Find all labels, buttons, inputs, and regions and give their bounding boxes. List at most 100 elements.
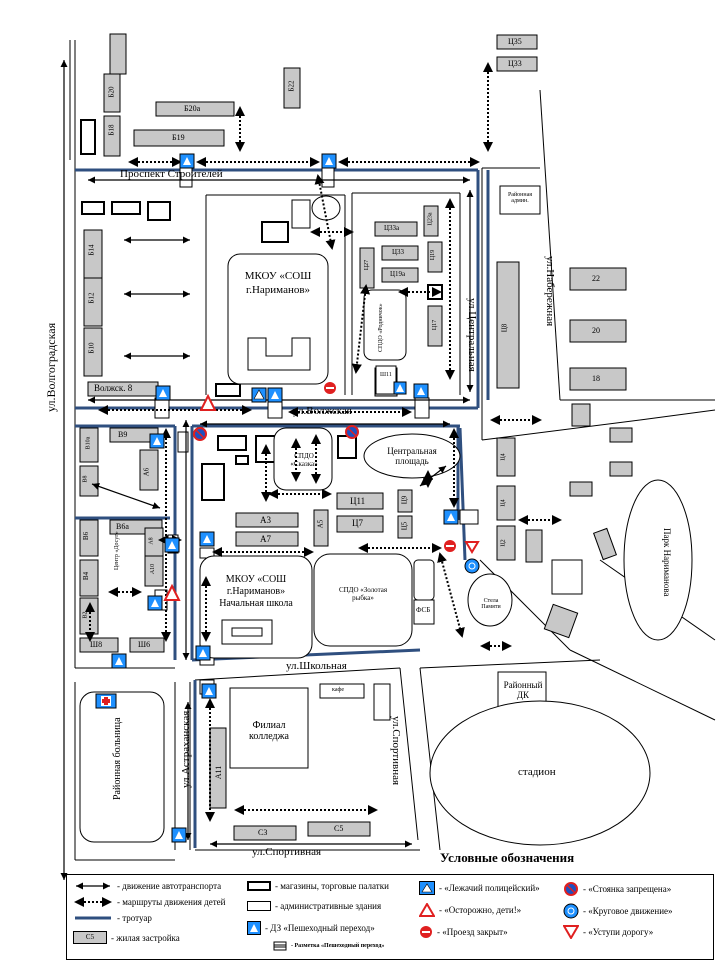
- admin-building-icon: [247, 901, 271, 911]
- yield-sign-icon: [464, 541, 480, 554]
- block-label: А8: [148, 537, 155, 545]
- block-label: Б22: [287, 80, 296, 92]
- legend-item: - ДЗ «Пешеходный переход»: [247, 921, 375, 935]
- no-parking-icon: [345, 425, 359, 439]
- crossing-sign-icon: [247, 921, 261, 935]
- block-label: В8: [82, 475, 89, 483]
- block-label: 20: [592, 326, 600, 335]
- crossing-sign-icon: [147, 595, 163, 611]
- block-label: Ц33: [508, 59, 522, 68]
- block-label: Б20: [107, 86, 116, 98]
- stadium-label: стадион: [518, 766, 556, 778]
- no-parking-icon: [564, 882, 578, 896]
- street-shkolnaya: ул.Школьная: [286, 660, 347, 672]
- block-label: Ц33а: [384, 224, 400, 232]
- block-label: В6: [82, 531, 91, 541]
- yield-icon: [563, 925, 579, 939]
- roundabout-icon: [563, 903, 579, 919]
- crossing-sign-icon: [267, 387, 283, 403]
- block-label: Ц4: [500, 453, 507, 461]
- crossing-sign-icon: [443, 509, 459, 525]
- legend-item: - «Лежачий полицейский»: [419, 881, 540, 895]
- double-arrow-icon: [76, 882, 110, 890]
- speed-bump-icon: [251, 387, 267, 403]
- zebra-marking-icon: [273, 941, 287, 951]
- glory-stele-label: Стела Памяти: [481, 598, 501, 610]
- block-label: Б20а: [184, 104, 201, 113]
- block-label: Ц17: [432, 319, 439, 331]
- school-primary-label: МКОУ «СОШ г.Нариманов» Начальная школа: [219, 574, 293, 609]
- crossing-sign-icon: [195, 645, 211, 661]
- legend-item: С5 - жилая застройка: [73, 931, 180, 944]
- no-entry-icon: [444, 540, 456, 552]
- residential-buildings: [79, 33, 627, 841]
- crossing-sign-icon: [201, 683, 217, 699]
- dotted-arrow-icon: [74, 897, 112, 907]
- block-label: Ц5: [400, 521, 409, 531]
- district-admin-label: Районная админ.: [507, 192, 533, 204]
- spdo-rodnichok-label: СПДО «Родничок»: [378, 303, 384, 352]
- no-entry-signs: [324, 382, 456, 552]
- pedestrian-crossing-signs: [111, 153, 459, 843]
- block-label: А6: [142, 467, 151, 477]
- children-warning-icon: [163, 583, 181, 601]
- sidewalk-line-icon: [75, 916, 111, 920]
- crossing-sign-icon: [179, 153, 195, 169]
- street-sportivnaya-v: ул.Спортивная: [390, 716, 402, 786]
- street-astrakhanskaya: ул.Астраханская: [180, 710, 192, 788]
- crossing-sign-icon: [199, 531, 215, 547]
- college-label: Филиал колледжа: [249, 720, 289, 742]
- crossing-sign-icon: [321, 153, 337, 169]
- legend-item: - «Круговое движение»: [563, 903, 673, 919]
- legend-item: - «Осторожно, дети!»: [419, 903, 521, 917]
- district-dk-label: Районный ДК: [503, 680, 543, 700]
- block-label: С3: [258, 828, 268, 837]
- legend-item: - движение автотранспорта: [73, 881, 221, 891]
- legend-item: - административные здания: [247, 901, 381, 911]
- hospital-label: Районная больница: [112, 717, 123, 800]
- street-tsentralnaya: ул.Центральная: [466, 298, 478, 372]
- block-label: А7: [260, 534, 271, 544]
- block-label: В9: [118, 430, 128, 439]
- legend-title: Условные обозначения: [440, 850, 575, 865]
- children-warning-icon: [419, 903, 435, 917]
- block-label: 22: [592, 274, 600, 283]
- speed-bump-icon: [393, 381, 407, 395]
- legend: - движение автотранспорта - маршруты дви…: [66, 874, 714, 960]
- block-label: Ш8: [90, 640, 103, 649]
- block-label: 18: [592, 374, 600, 383]
- child-routes: [85, 62, 562, 822]
- children-warning-icon: [199, 393, 217, 411]
- block-label: Ц4: [500, 499, 507, 507]
- spdo-fish-label: СПДО «Золотая рыбка»: [338, 586, 388, 602]
- block-label: В4: [82, 571, 91, 581]
- block-label: А11: [214, 765, 224, 780]
- roundabout-sign: [464, 558, 480, 574]
- block-label: Ц2: [500, 539, 507, 547]
- crossing-sign-icon: [164, 537, 180, 553]
- block-label: Б19: [172, 133, 185, 142]
- block-label: Ц7: [352, 518, 363, 528]
- legend-item: - магазины, торговые палатки: [247, 881, 389, 891]
- school-main-label: МКОУ «СОШ г.Нариманов»: [244, 270, 312, 296]
- block-label: С5: [334, 824, 344, 833]
- crossing-sign-icon: [111, 653, 127, 669]
- volzhsk8-label: Волжск. 8: [94, 383, 133, 393]
- block-label: Ц19а: [390, 270, 406, 278]
- block-label: Б10: [87, 342, 96, 354]
- block-label: Б18: [107, 124, 116, 136]
- block-label: А3: [260, 515, 271, 525]
- block-label: Ц23а: [427, 212, 434, 226]
- block-label: Ш6: [138, 640, 151, 649]
- street-volgogradskaya: ул.Волгоградская: [44, 322, 58, 412]
- shop-icon: [247, 881, 271, 891]
- legend-item: - «Уступи дорогу»: [563, 925, 653, 939]
- block-label: Ц8: [500, 323, 509, 333]
- no-entry-icon: [324, 382, 336, 394]
- crossing-sign-icon: [171, 827, 187, 843]
- street-naberezhnaya: ул.Набережная: [544, 256, 556, 327]
- spdo-skazka-label: СПДО «Сказка»: [290, 452, 318, 468]
- no-entry-icon: [420, 926, 432, 938]
- no-parking-icon: [193, 427, 207, 441]
